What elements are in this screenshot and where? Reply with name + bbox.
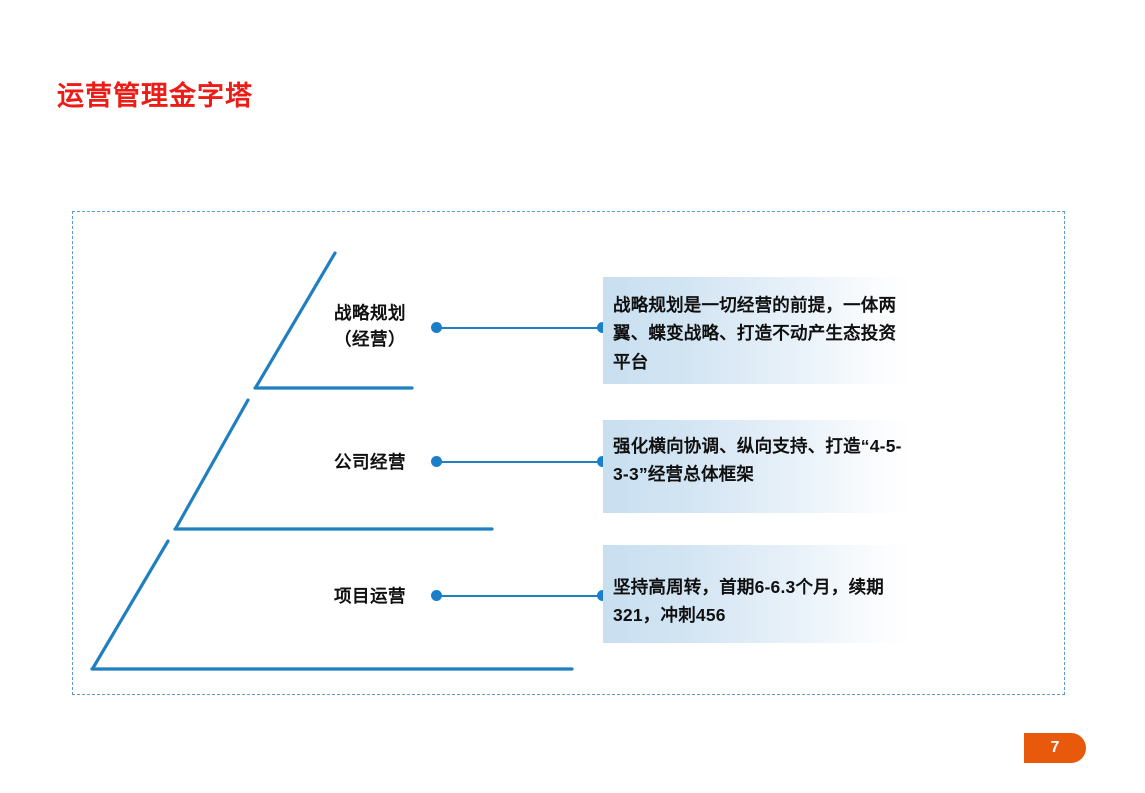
description-text: 强化横向协调、纵向支持、打造“4-5-3-3”经营总体框架 [613, 436, 902, 485]
connector-line-project [431, 590, 608, 602]
connector-stroke [435, 595, 604, 597]
tier-label-line1: 战略规划 [334, 303, 406, 323]
connector-stroke [435, 461, 604, 463]
pyramid-tier-1 [253, 251, 414, 390]
description-box-company: 强化横向协调、纵向支持、打造“4-5-3-3”经营总体框架 [603, 420, 913, 513]
pyramid-tier-3 [90, 539, 574, 671]
connector-dot-right-icon [597, 590, 608, 601]
tier-label-project: 项目运营 [300, 583, 440, 609]
page-title: 运营管理金字塔 [57, 81, 253, 111]
connector-dot-right-icon [597, 456, 608, 467]
page-number-label: 7 [1050, 739, 1060, 756]
connector-stroke [435, 327, 604, 329]
connector-line-strategy [431, 322, 608, 334]
description-box-project: 坚持高周转，首期6-6.3个月，续期321，冲刺456 [603, 545, 913, 643]
description-text: 战略规划是一切经营的前提，一体两翼、蝶变战略、打造不动产生态投资平台 [613, 295, 897, 372]
tier-label-line1: 公司经营 [334, 452, 406, 472]
page-number-badge: 7 [1024, 733, 1086, 763]
pyramid-tier-2 [173, 398, 494, 531]
connector-line-company [431, 456, 608, 468]
content-frame [72, 211, 1065, 695]
tier-label-line1: 项目运营 [334, 586, 406, 606]
description-box-strategy: 战略规划是一切经营的前提，一体两翼、蝶变战略、打造不动产生态投资平台 [603, 277, 913, 384]
tier-label-company: 公司经营 [300, 449, 440, 475]
tier-label-line2: （经营） [334, 329, 406, 350]
pyramid-diagram [90, 251, 574, 671]
connector-dot-right-icon [597, 322, 608, 333]
description-text: 坚持高周转，首期6-6.3个月，续期321，冲刺456 [613, 577, 884, 626]
tier-label-strategy: 战略规划 （经营） [300, 300, 440, 353]
